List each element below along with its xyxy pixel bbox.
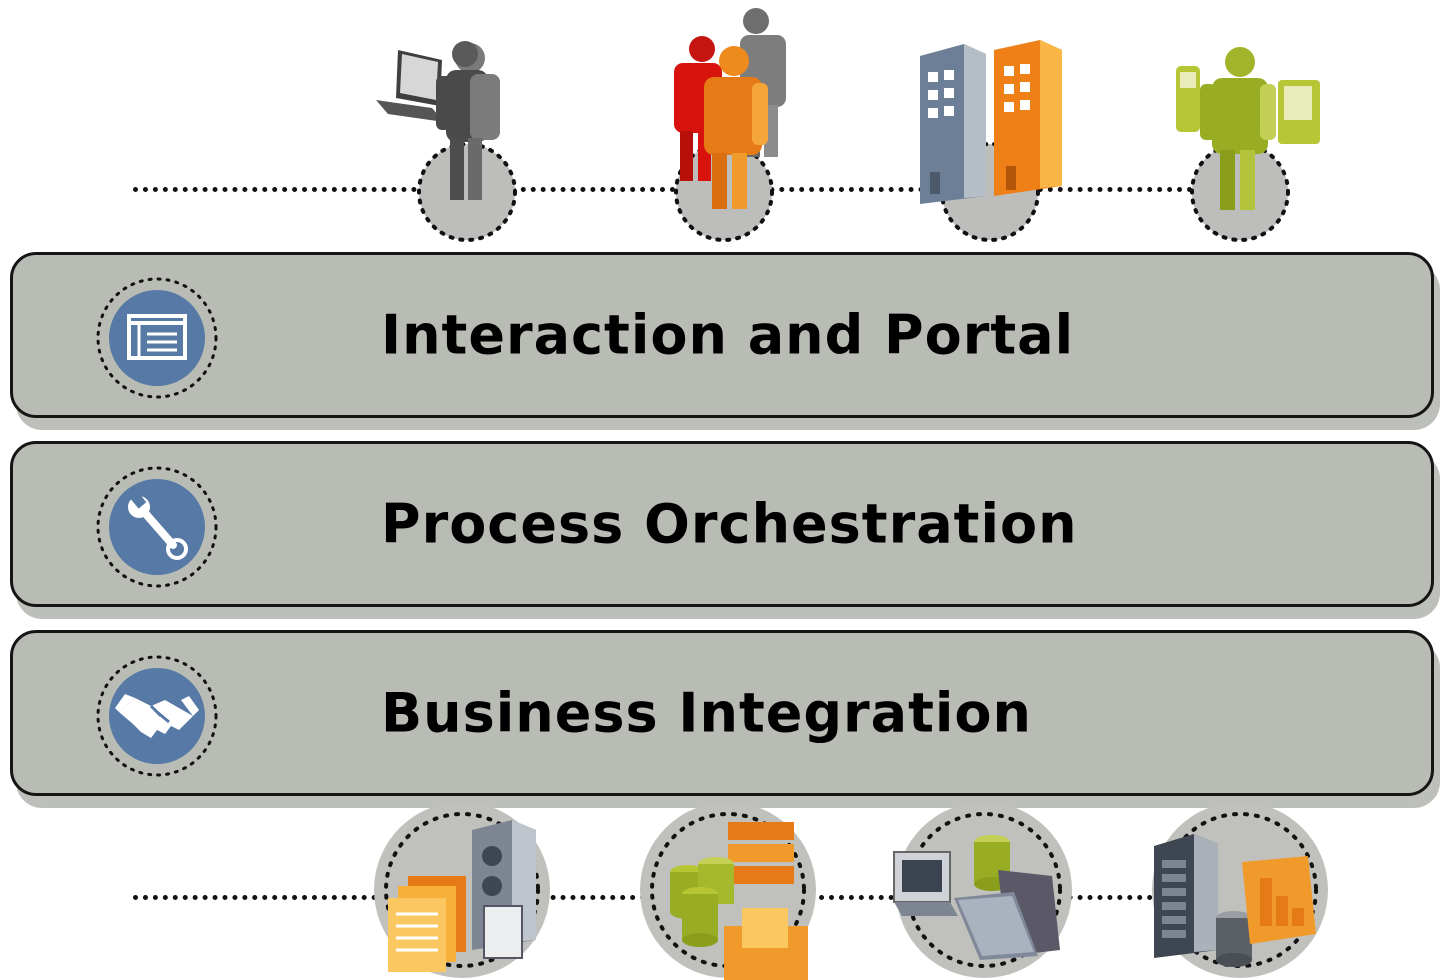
top-connector-line bbox=[133, 187, 1203, 192]
workstation-files-icon bbox=[893, 802, 1072, 978]
layer-band-integration: Business Integration bbox=[10, 630, 1434, 796]
layer-label: Business Integration bbox=[381, 681, 1032, 745]
mobile-user-icon bbox=[1176, 47, 1320, 242]
office-buildings-icon bbox=[920, 40, 1062, 242]
handshake-icon bbox=[96, 655, 218, 777]
portal-window-icon bbox=[96, 277, 218, 399]
user-group-icon bbox=[674, 8, 786, 242]
wrench-icon bbox=[96, 466, 218, 588]
database-storage-icon bbox=[640, 802, 816, 980]
layer-band-process: Process Orchestration bbox=[10, 441, 1434, 607]
laptop-user-icon bbox=[376, 41, 517, 242]
layer-label: Process Orchestration bbox=[381, 492, 1078, 556]
layer-band-interaction: Interaction and Portal bbox=[10, 252, 1434, 418]
server-analytics-icon bbox=[1152, 802, 1328, 978]
layer-label: Interaction and Portal bbox=[381, 303, 1075, 367]
server-documents-icon bbox=[374, 802, 550, 978]
